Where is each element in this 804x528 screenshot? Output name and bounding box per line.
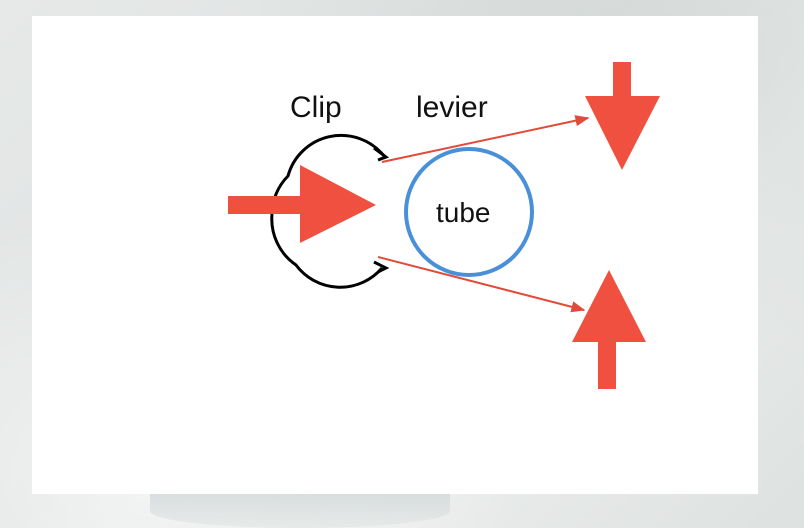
up-arrow-shaft (598, 335, 616, 389)
up-arrow-head (572, 270, 646, 342)
push-arrow-shaft (228, 196, 306, 214)
push-arrow-head (300, 165, 376, 243)
clip-tip-top (373, 146, 390, 162)
tube-label: tube (436, 197, 491, 228)
lever-arrow-up (381, 115, 590, 163)
tube-circle (404, 147, 534, 277)
levier-label: levier (416, 91, 488, 124)
clip-label: Clip (290, 91, 342, 124)
diagram-panel (32, 16, 758, 494)
down-arrow-head (585, 96, 660, 170)
down-arrow-shaft (613, 62, 631, 104)
clip-arc-left (270, 213, 384, 289)
background-object (150, 494, 450, 528)
lever-arrow-down (377, 256, 586, 313)
clip-arc-top (270, 133, 386, 215)
clip-tip-bottom (373, 260, 390, 274)
